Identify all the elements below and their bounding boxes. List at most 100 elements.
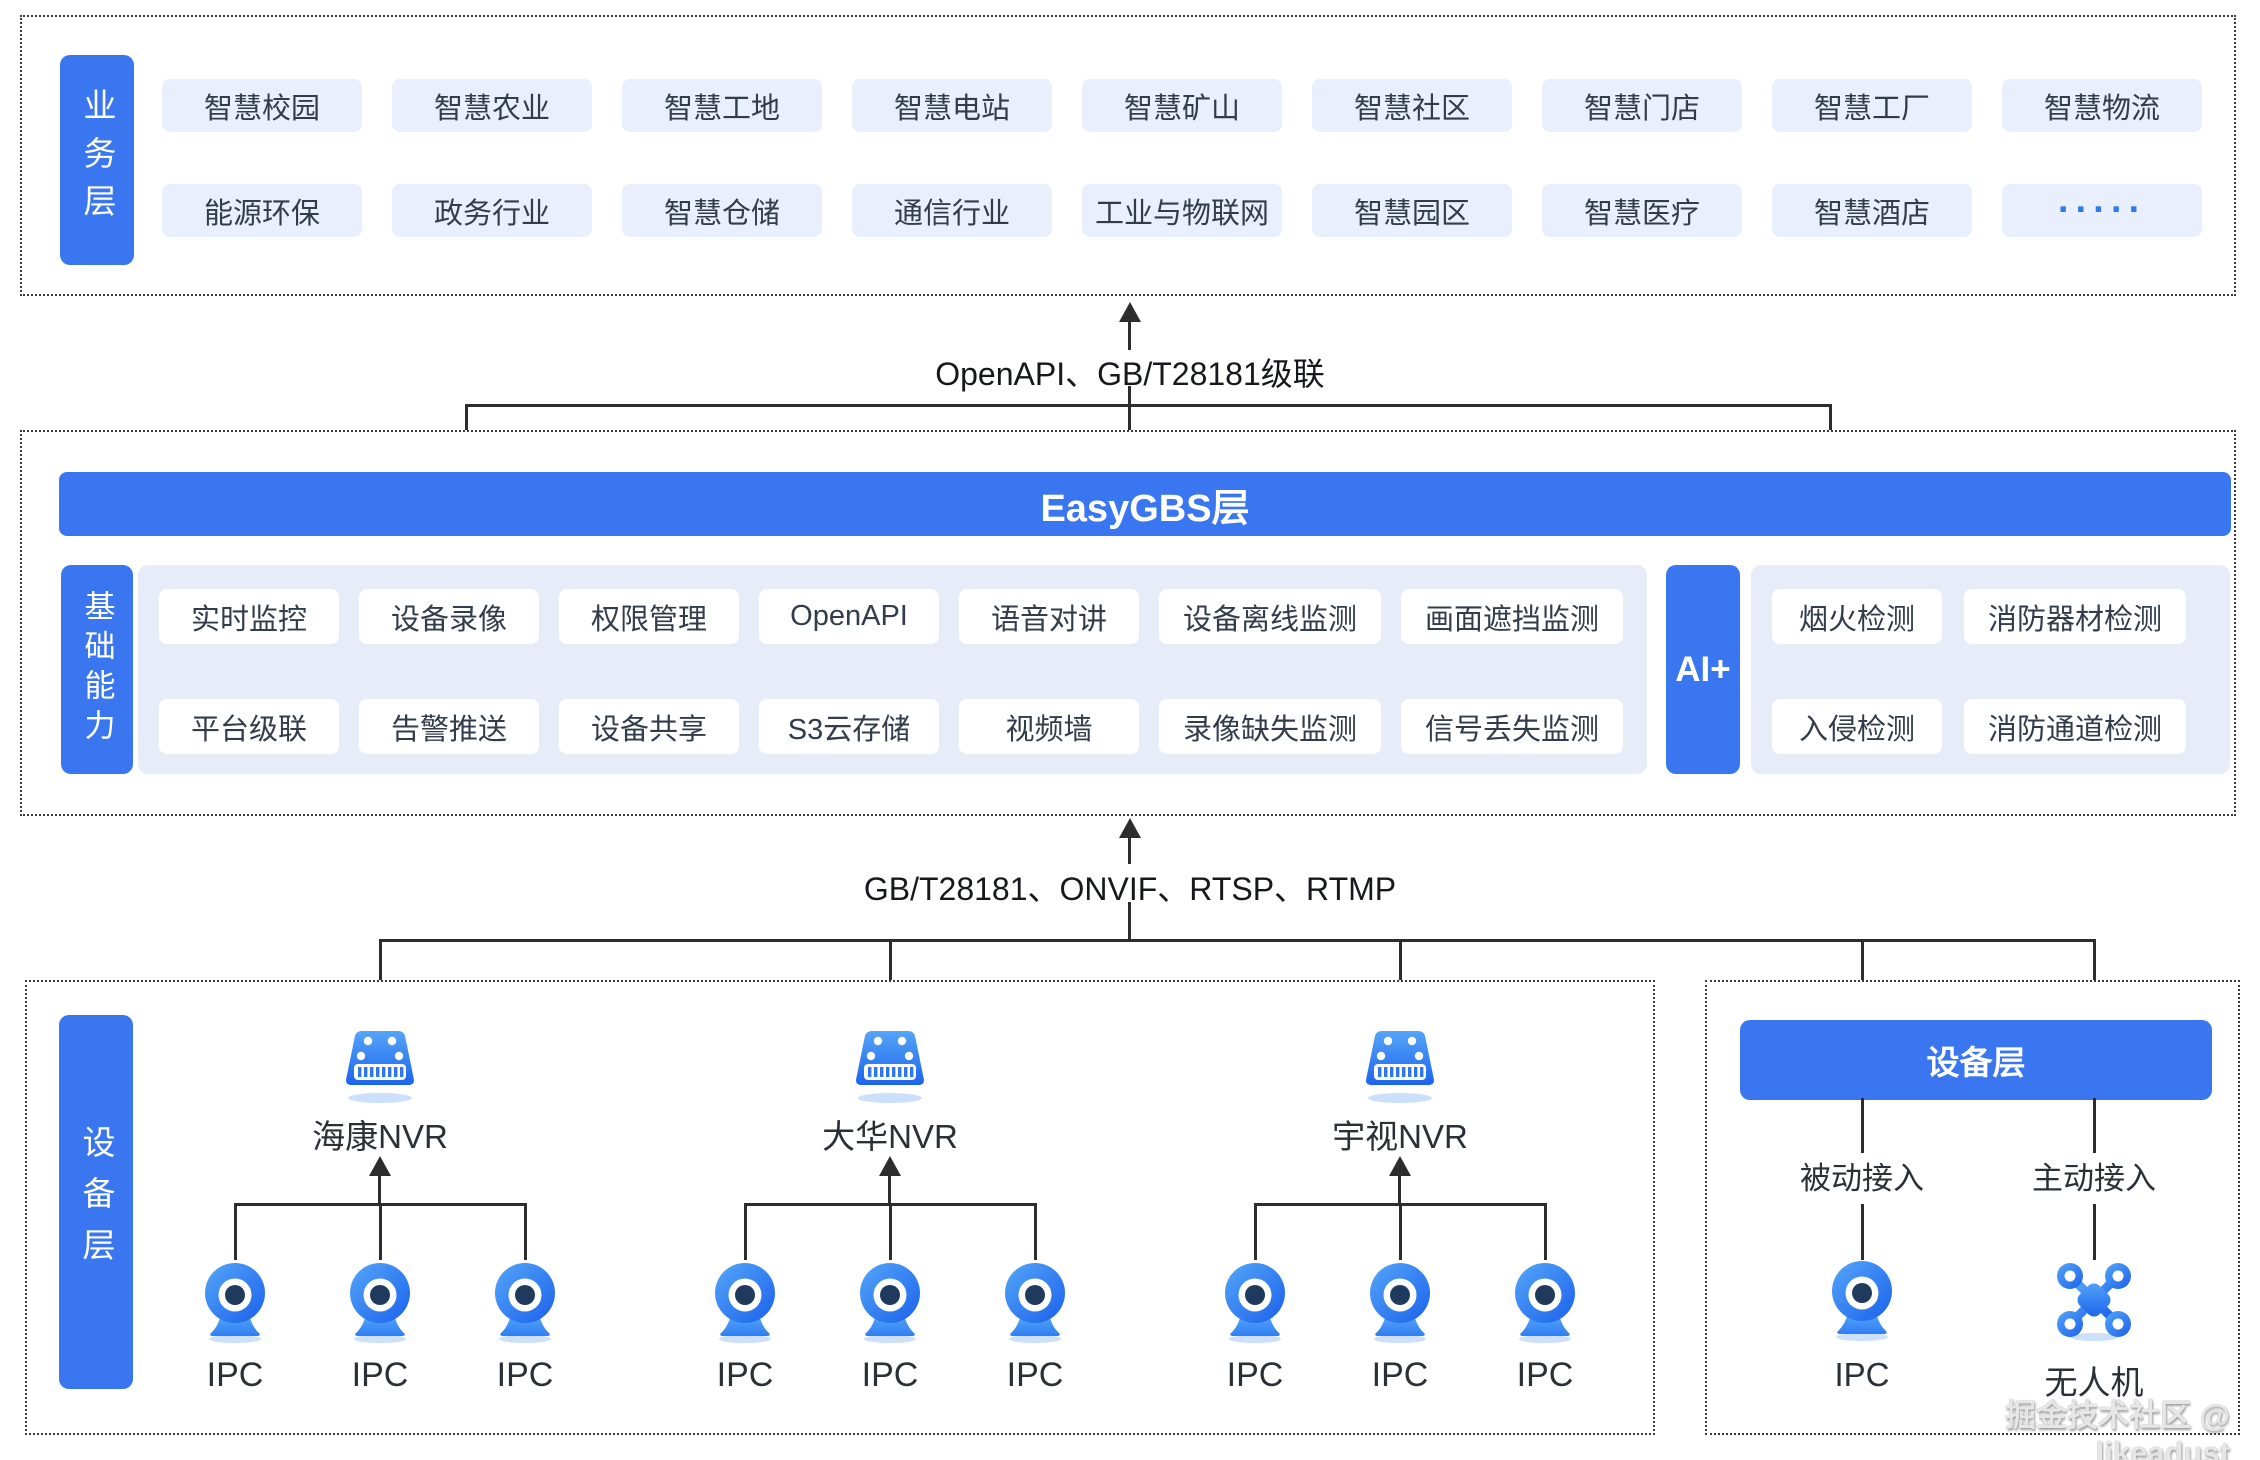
business-chip: 智慧校园 — [162, 79, 362, 132]
ipc-label: IPC — [206, 1356, 264, 1394]
nvr-icon — [844, 1026, 936, 1104]
watermark: 掘金技术社区 @ likeadust — [2005, 1398, 2230, 1460]
nvr-group: 大华NVR IPC IPC IPC — [680, 1010, 1100, 1408]
connector-line — [1861, 939, 1864, 1018]
access-panel-section: 设备层 — [1705, 980, 2240, 1435]
business-chip-grid: 智慧校园智慧农业智慧工地智慧电站智慧矿山智慧社区智慧门店智慧工厂智慧物流能源环保… — [162, 79, 2202, 237]
business-chip: 智慧工地 — [622, 79, 822, 132]
connector-line — [889, 1203, 892, 1260]
ai-capability-chip: 消防通道检测 — [1964, 699, 2187, 754]
capability-chip: 权限管理 — [559, 589, 739, 644]
arrow-up-icon — [879, 1156, 901, 1176]
nvr-icon — [1354, 1026, 1446, 1104]
connector-line — [1861, 1204, 1864, 1260]
ipc-label: IPC — [1516, 1356, 1574, 1394]
easygbs-layer-banner: EasyGBS层 — [59, 472, 2231, 536]
arrow-up-icon — [1389, 1156, 1411, 1176]
nvr-group: 海康NVR IPC IPC IPC — [170, 1010, 590, 1408]
ipc-label: IPC — [861, 1356, 919, 1394]
access-column: 主动接入 无人机 — [1984, 1098, 2204, 1401]
ipc-camera-icon — [481, 1260, 569, 1344]
connector-line — [1128, 838, 1131, 864]
nvr-label: 宇视NVR — [1332, 1118, 1468, 1155]
connector-line — [1399, 1203, 1402, 1260]
device-layer-banner: 设备层 — [1740, 1020, 2212, 1100]
capability-chip: 信号丢失监测 — [1401, 699, 1624, 754]
bottom-connector-label: GB/T28181、ONVIF、RTSP、RTMP — [863, 871, 1397, 907]
ipc-label: IPC — [1371, 1356, 1429, 1394]
connector-line — [2093, 1098, 2096, 1153]
business-row: 智慧校园智慧农业智慧工地智慧电站智慧矿山智慧社区智慧门店智慧工厂智慧物流 — [162, 79, 2202, 132]
connector-line — [1128, 322, 1131, 350]
access-mode-label: 被动接入 — [1800, 1161, 1924, 1196]
ipc-camera-icon — [1818, 1258, 1906, 1342]
connector-line — [744, 1203, 747, 1260]
access-column: 被动接入 IPC — [1752, 1098, 1972, 1398]
connector-line — [524, 1203, 527, 1260]
capability-chip: OpenAPI — [759, 589, 939, 644]
ipc-camera-icon — [1501, 1260, 1589, 1344]
capability-chip: 告警推送 — [359, 699, 539, 754]
ai-chip-grid: 烟火检测消防器材检测入侵检测消防通道检测 — [1772, 589, 2187, 754]
connector-line — [888, 1176, 891, 1205]
capability-chip: S3云存储 — [759, 699, 939, 754]
business-chip: 智慧酒店 — [1772, 184, 1972, 237]
access-mode-label: 主动接入 — [2032, 1161, 2156, 1196]
business-chip: 智慧医疗 — [1542, 184, 1742, 237]
nvr-group: 宇视NVR IPC IPC IPC — [1190, 1010, 1610, 1408]
ipc-camera-icon — [1211, 1260, 1299, 1344]
ipc-label: IPC — [716, 1356, 774, 1394]
connector-line — [1399, 939, 1402, 1020]
ai-plus-label: AI+ — [1666, 565, 1740, 774]
ipc-camera-icon — [1356, 1260, 1444, 1344]
arrow-up-icon — [369, 1156, 391, 1176]
ai-capability-row: 入侵检测消防通道检测 — [1772, 699, 2187, 754]
connector-line — [1034, 1203, 1037, 1260]
device-layer-label: 设备层 — [59, 1015, 133, 1389]
connector-line — [1861, 1098, 1864, 1153]
ipc-camera-icon — [191, 1260, 279, 1344]
connector-line — [1128, 386, 1131, 470]
business-layer-section: 业务层 智慧校园智慧农业智慧工地智慧电站智慧矿山智慧社区智慧门店智慧工厂智慧物流… — [20, 15, 2236, 296]
connector-line — [465, 404, 1832, 407]
business-chip: 智慧农业 — [392, 79, 592, 132]
connector-line — [379, 939, 2095, 942]
capability-chip: 语音对讲 — [959, 589, 1139, 644]
arrow-up-icon — [1119, 302, 1141, 322]
capability-chip: 设备录像 — [359, 589, 539, 644]
ipc-camera-icon — [846, 1260, 934, 1344]
connector-line — [1254, 1203, 1257, 1260]
ai-capability-chip: 烟火检测 — [1772, 589, 1942, 644]
drone-icon — [2050, 1258, 2138, 1342]
connector-line — [2093, 939, 2096, 1018]
business-chip: 政务行业 — [392, 184, 592, 237]
business-chip: 智慧电站 — [852, 79, 1052, 132]
capability-chip: 视频墙 — [959, 699, 1139, 754]
ai-capability-chip: 入侵检测 — [1772, 699, 1942, 754]
business-chip: 智慧门店 — [1542, 79, 1742, 132]
connector-line — [379, 1203, 382, 1260]
business-chip: 能源环保 — [162, 184, 362, 237]
business-chip: 智慧物流 — [2002, 79, 2202, 132]
connector-line — [1398, 1176, 1401, 1205]
access-device-label: 无人机 — [2044, 1364, 2144, 1401]
ipc-label: IPC — [351, 1356, 409, 1394]
ipc-label: IPC — [1006, 1356, 1064, 1394]
capability-chip: 画面遮挡监测 — [1401, 589, 1624, 644]
business-chip: 智慧工厂 — [1772, 79, 1972, 132]
ipc-label: IPC — [496, 1356, 554, 1394]
arrow-up-icon — [1119, 818, 1141, 838]
capability-chip: 实时监控 — [159, 589, 339, 644]
connector-line — [889, 939, 892, 1020]
capability-chip: 平台级联 — [159, 699, 339, 754]
capability-chip: 设备共享 — [559, 699, 739, 754]
connector-line — [2093, 1204, 2096, 1260]
business-chip: 通信行业 — [852, 184, 1052, 237]
business-chip: 智慧园区 — [1312, 184, 1512, 237]
business-chip: 工业与物联网 — [1082, 184, 1282, 237]
